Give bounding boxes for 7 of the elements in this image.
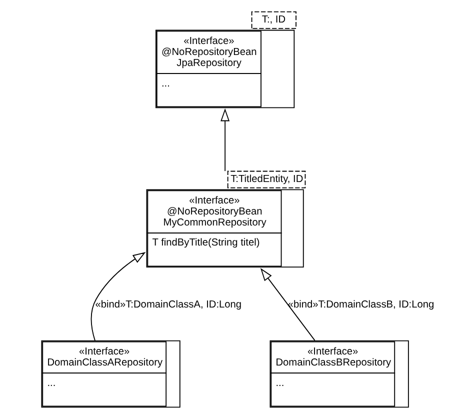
edge-label: «bind»T:DomainClassA, ID:Long (94, 299, 242, 310)
arrow (90, 252, 146, 342)
arrow (220, 108, 230, 172)
edge-label: «bind»T:DomainClassB, ID:Long (287, 299, 434, 310)
node-label: T:TitledEntity, ID (230, 174, 303, 186)
arrow (260, 268, 315, 341)
node-label: T:, ID (261, 14, 286, 26)
